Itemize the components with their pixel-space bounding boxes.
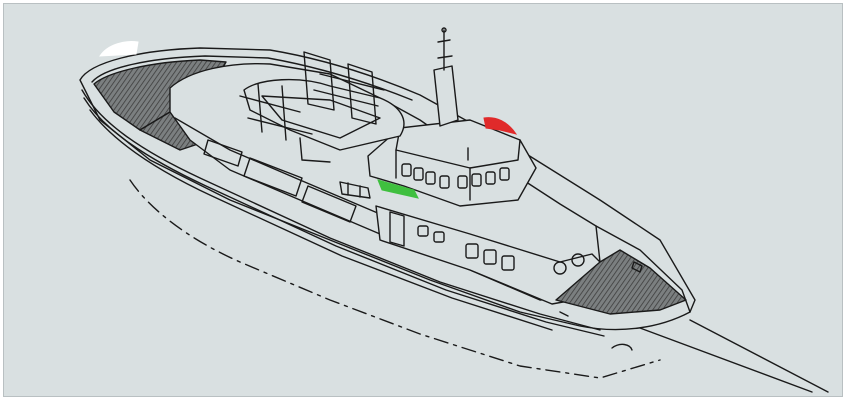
ship-svg xyxy=(0,0,848,401)
ship-illustration xyxy=(0,0,848,401)
